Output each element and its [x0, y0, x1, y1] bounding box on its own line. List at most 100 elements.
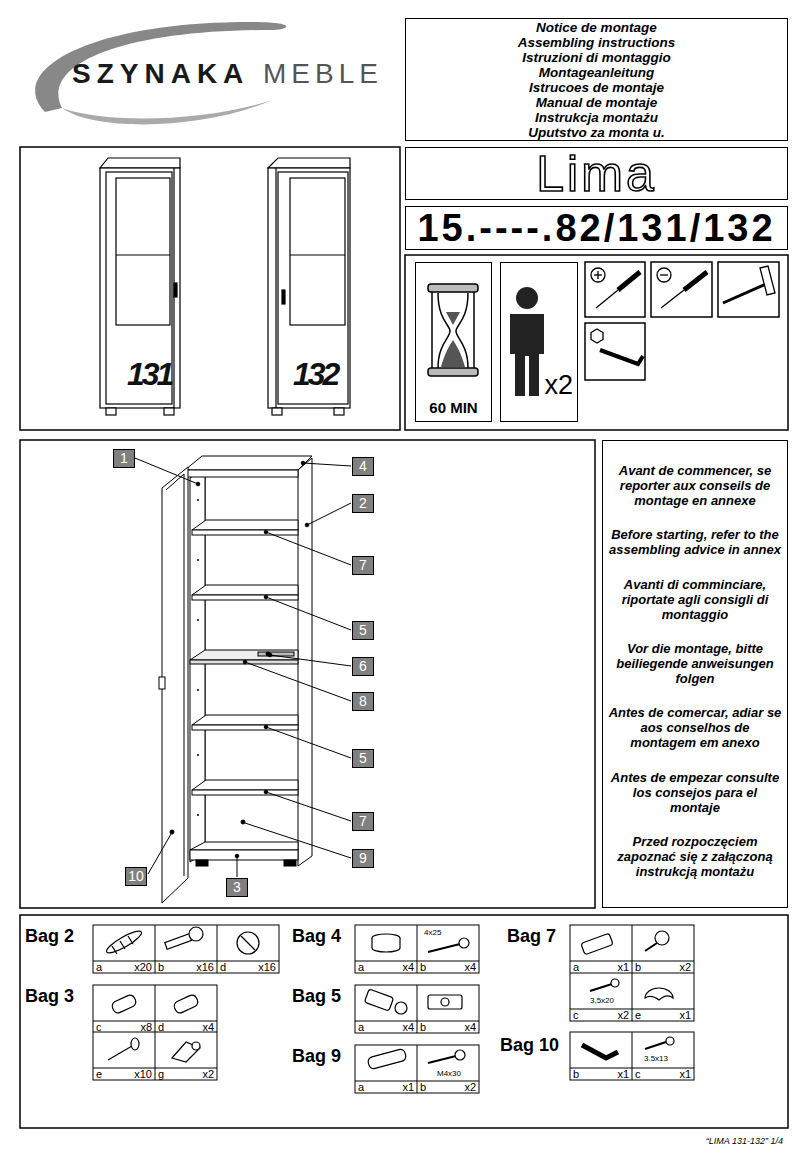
callout-number: 2	[352, 494, 374, 513]
bag-label: Bag 10	[500, 1036, 559, 1054]
quantity: x1	[617, 962, 629, 973]
exploded-cabinet-part	[190, 650, 298, 660]
exploded-cabinet-part	[192, 725, 298, 730]
exploded-cabinet-part	[185, 456, 312, 470]
quantity: x4	[402, 1022, 414, 1033]
hardware-icon-part	[395, 1002, 407, 1014]
exploded-cabinet-part	[192, 715, 298, 725]
cabinet-131-part	[164, 408, 174, 415]
leader-line-part	[305, 523, 309, 527]
hardware-icon-part	[364, 989, 393, 1011]
logo-text: SZYNAKA	[72, 60, 249, 88]
callout-number: 8	[352, 692, 374, 711]
exploded-cabinet-part	[159, 677, 165, 689]
exploded-cabinet-part	[241, 820, 245, 824]
tool-icons-part	[600, 350, 643, 364]
leader-line-part	[264, 530, 268, 534]
screw-size: 3,5x20	[590, 997, 614, 1005]
screw-size: 4x25	[424, 929, 441, 937]
hardware-icon-part	[192, 1042, 200, 1050]
panel-frame-part	[651, 262, 712, 317]
cabinet-132-part	[278, 172, 348, 404]
part-letter: a	[573, 962, 579, 973]
hardware-icon-part	[645, 943, 657, 951]
hardware-table-part	[93, 985, 217, 1080]
quantity: x2	[464, 1082, 476, 1093]
exploded-cabinet-part	[192, 595, 298, 600]
hardware-table-part	[417, 1045, 418, 1093]
cabinet-131-part	[116, 178, 170, 325]
leader-line-part	[196, 482, 200, 486]
hardware-icon-part	[459, 938, 469, 948]
persons-box: x2	[500, 262, 578, 422]
screw-size: M4x30	[437, 1070, 461, 1078]
instruction-title: Istruzioni di montaggio	[522, 50, 671, 65]
callout-number: 6	[352, 657, 374, 676]
quantity: x4	[464, 962, 476, 973]
exploded-cabinet-part	[197, 619, 199, 621]
instruction-title: Assembling instructions	[518, 35, 676, 50]
cabinet-131-part	[106, 408, 116, 415]
hardware-table-part	[570, 925, 694, 1021]
hardware-table-part	[93, 961, 279, 962]
time-box: 60 MIN	[415, 262, 492, 422]
person-icon-part	[516, 287, 538, 309]
product-code: 15.----.82/131/132	[417, 209, 775, 247]
panel-frame	[20, 147, 788, 1128]
hardware-icon-part	[428, 995, 462, 1009]
advice-text: Antes de comercar, adiar se aos conselho…	[608, 705, 782, 750]
leader-line-part	[270, 655, 351, 666]
tool-icons-part	[597, 271, 598, 279]
panel-frame-part	[718, 262, 779, 317]
tool-icons-part	[723, 284, 766, 303]
hardware-icon	[104, 927, 674, 1070]
hardware-icon-part	[241, 936, 255, 950]
hardware-icon-part	[590, 984, 612, 991]
tool-icons-part	[591, 329, 603, 343]
part-letter: e	[635, 1010, 641, 1021]
hardware-icon-part	[111, 993, 138, 1014]
hardware-table-part	[570, 1068, 694, 1069]
panel-frame-part	[20, 147, 400, 430]
product-name-box: Lima	[405, 147, 788, 200]
exploded-cabinet-part	[197, 499, 199, 501]
person-icon-part	[510, 314, 544, 396]
leader-line-part	[148, 834, 171, 874]
hardware-table-part	[355, 1081, 479, 1082]
panel-frame-part	[405, 255, 788, 430]
advice-text: Vor die montage, bitte beiliegende anwei…	[608, 641, 782, 686]
hardware-icon-part	[104, 928, 144, 957]
leader-line-part	[245, 823, 351, 858]
part-letter: e	[96, 1069, 102, 1080]
part-letter: c	[96, 1022, 102, 1033]
panel-frame-part	[20, 915, 788, 1128]
exploded-cabinet-part	[284, 860, 296, 866]
hardware-icon-part	[455, 1050, 465, 1060]
instruction-title: Uputstvo za monta u.	[528, 125, 665, 140]
hardware-icon-part	[372, 938, 400, 952]
cabinet-132	[268, 158, 350, 415]
hardware-table-part	[417, 925, 418, 973]
tool-icons-part	[661, 290, 684, 308]
tool-icons-part	[596, 290, 618, 308]
leader-line-part	[135, 458, 198, 484]
exploded-cabinet-part	[162, 467, 188, 903]
hardware-table-part	[570, 961, 694, 962]
exploded-cabinet-part	[166, 474, 184, 876]
cabinet-132-part	[275, 168, 276, 408]
panel-frame-part	[585, 323, 645, 380]
exploded-cabinet-part	[197, 754, 199, 756]
cabinet-132-part	[272, 408, 282, 415]
advice-text: Before starting, refer to the assembling…	[608, 527, 782, 557]
cabinet-132-part	[268, 158, 350, 168]
hardware-icon-part	[428, 1056, 456, 1063]
quantity: x2	[202, 1069, 214, 1080]
tool-icons	[591, 266, 775, 364]
leader-line-part	[266, 727, 351, 758]
part-letter: a	[358, 962, 364, 973]
hardware-table	[93, 925, 694, 1093]
part-letter: b	[158, 962, 164, 973]
hardware-table-part	[570, 1032, 694, 1080]
hardware-table-part	[355, 1045, 479, 1093]
hardware-icon-part	[131, 1038, 139, 1050]
